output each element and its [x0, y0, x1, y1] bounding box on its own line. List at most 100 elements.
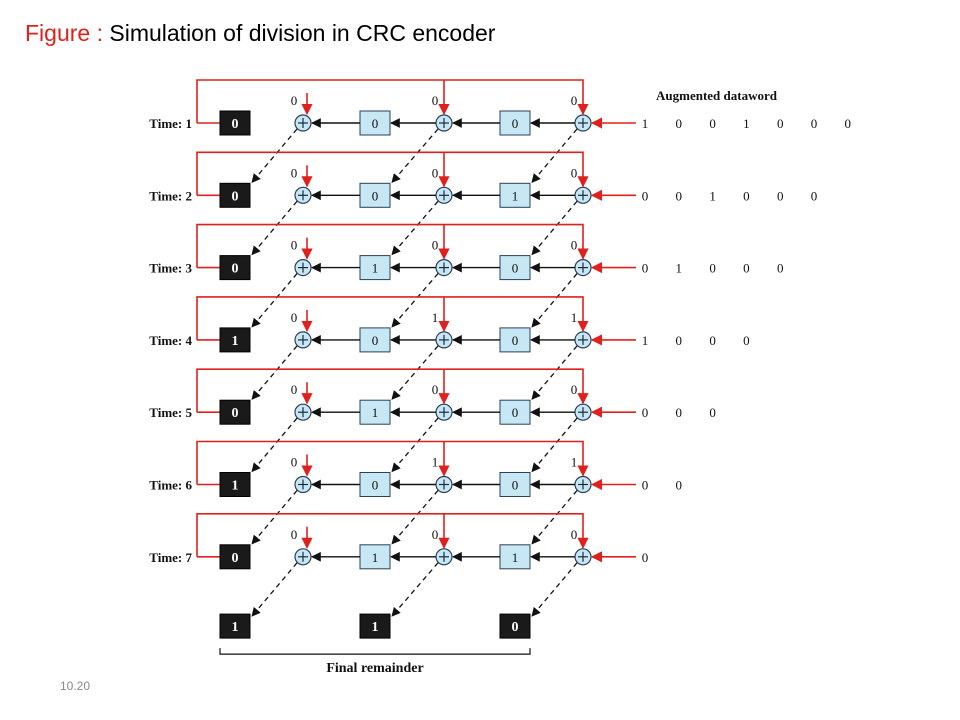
msb-register — [219, 110, 251, 136]
dataword-bit: 0 — [777, 261, 784, 276]
time-label: Time: 4 — [149, 333, 192, 348]
register-box — [359, 255, 391, 281]
msb-register-value: 1 — [232, 334, 239, 349]
shift-arrow — [531, 417, 578, 473]
augmented-dataword-label: Augmented dataword — [656, 88, 778, 103]
shift-arrow — [531, 562, 578, 617]
dataword-bit: 0 — [676, 333, 683, 348]
final-remainder-label: Final remainder — [326, 661, 423, 676]
feedback-bit: 0 — [291, 238, 298, 253]
feedback-bit: 0 — [432, 93, 439, 108]
msb-register-value: 0 — [232, 551, 239, 566]
register-value: 0 — [512, 405, 519, 420]
register-value: 0 — [512, 116, 519, 131]
shift-arrow — [531, 345, 578, 400]
shift-arrow — [531, 128, 578, 183]
shift-arrow — [391, 128, 439, 183]
dataword-bit: 0 — [642, 478, 649, 493]
feedback-bit: 1 — [432, 455, 439, 470]
register-box — [359, 399, 391, 425]
feedback-line — [196, 151, 589, 196]
feedback-bit: 0 — [291, 310, 298, 325]
dataword-bit: 0 — [642, 188, 649, 203]
time-label: Time: 3 — [149, 261, 192, 276]
msb-register — [219, 544, 251, 570]
feedback-line — [196, 296, 589, 340]
shift-arrow — [251, 273, 298, 328]
feedback-bit: 0 — [432, 382, 439, 397]
register-box — [499, 472, 531, 497]
dataword-bit: 0 — [811, 116, 818, 131]
register-value: 1 — [512, 550, 519, 565]
shift-arrow — [531, 490, 578, 545]
register-box — [359, 110, 391, 136]
register-box — [499, 544, 531, 570]
slide-title: Figure : Simulation of division in CRC e… — [25, 20, 495, 47]
remainder-box — [359, 613, 391, 639]
msb-register — [219, 472, 251, 497]
dataword-bit: 0 — [676, 188, 683, 203]
register-box — [499, 110, 531, 136]
msb-register-value: 0 — [232, 117, 239, 132]
shift-arrow — [391, 562, 439, 617]
register-value: 0 — [372, 116, 379, 131]
shift-arrow — [531, 273, 578, 328]
remainder-box — [499, 613, 531, 639]
msb-register-value: 1 — [232, 479, 239, 494]
feedback-bit: 0 — [571, 238, 578, 253]
dataword-bit: 1 — [642, 333, 649, 348]
dataword-bit: 0 — [845, 116, 852, 131]
dataword-bit: 0 — [709, 116, 716, 131]
dataword-bit: 0 — [777, 188, 784, 203]
register-box — [499, 399, 531, 425]
shift-arrow — [251, 345, 298, 400]
remainder-value: 1 — [372, 620, 379, 635]
shift-arrow — [391, 490, 439, 545]
dataword-bit: 1 — [676, 261, 683, 276]
register-value: 0 — [512, 478, 519, 493]
msb-register — [219, 327, 251, 353]
msb-register — [219, 255, 251, 281]
dataword-bit: 0 — [642, 405, 649, 420]
register-value: 0 — [512, 333, 519, 348]
register-box — [499, 255, 531, 281]
dataword-bit: 0 — [743, 188, 750, 203]
time-label: Time: 5 — [149, 405, 192, 420]
feedback-bit: 1 — [571, 310, 578, 325]
shift-arrow — [251, 562, 298, 617]
feedback-line — [196, 79, 589, 123]
dataword-bit: 0 — [743, 333, 750, 348]
register-value: 1 — [372, 261, 379, 276]
remainder-bracket — [219, 648, 531, 655]
register-value: 1 — [372, 405, 379, 420]
register-box — [359, 544, 391, 570]
figure-caption: Simulation of division in CRC encoder — [109, 20, 496, 46]
feedback-bit: 0 — [432, 238, 439, 253]
feedback-line — [196, 512, 589, 557]
time-label: Time: 7 — [149, 550, 192, 565]
dataword-bit: 0 — [709, 261, 716, 276]
feedback-bit: 1 — [571, 455, 578, 470]
msb-register-value: 0 — [232, 189, 239, 204]
feedback-bit: 0 — [432, 527, 439, 542]
dataword-bit: 0 — [642, 261, 649, 276]
feedback-bit: 0 — [291, 93, 298, 108]
dataword-bit: 0 — [709, 333, 716, 348]
shift-arrow — [391, 200, 439, 256]
figure-label: Figure : — [25, 20, 103, 46]
shift-arrow — [391, 345, 439, 400]
feedback-bit: 0 — [571, 93, 578, 108]
dataword-bit: 0 — [676, 405, 683, 420]
msb-register-value: 0 — [232, 406, 239, 421]
register-box — [499, 327, 531, 353]
feedback-line — [196, 223, 589, 268]
feedback-bit: 0 — [571, 527, 578, 542]
register-value: 0 — [372, 333, 379, 348]
remainder-box — [219, 613, 251, 639]
